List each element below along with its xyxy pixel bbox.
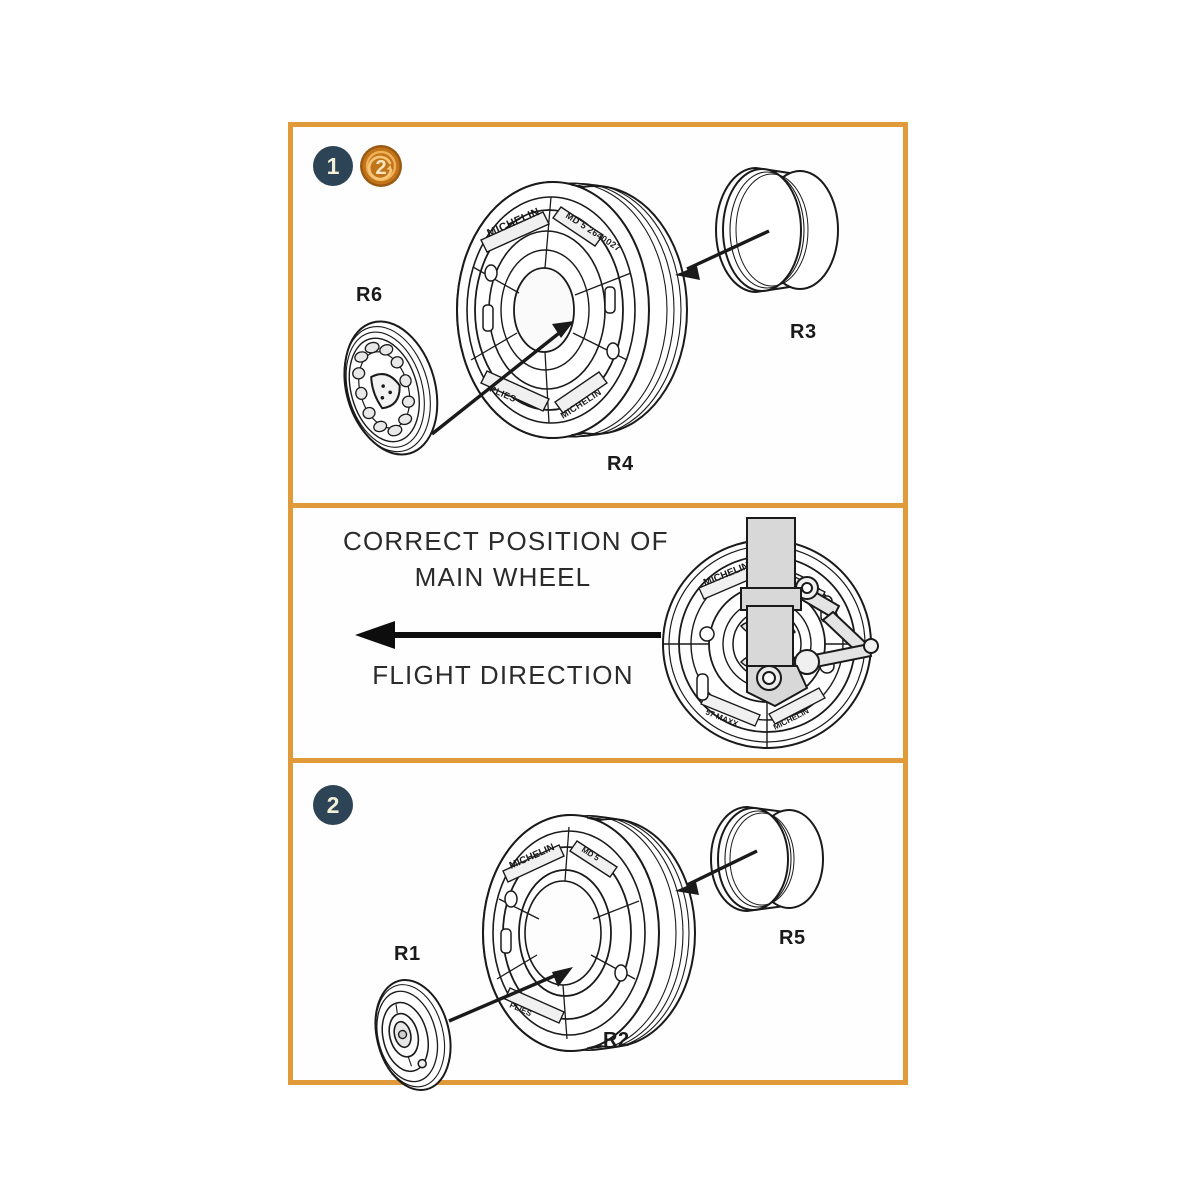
assembly-arrow-to-r3: [665, 225, 775, 285]
caption-correct-position-line1: CORRECT POSITION OF: [343, 526, 669, 556]
part-label-r3: R3: [790, 321, 817, 343]
panel-divider-2: [293, 758, 903, 763]
rotate-badge-number: 2: [375, 157, 386, 179]
part-art-r5: [710, 793, 841, 923]
part-label-r4: R4: [607, 453, 634, 475]
assembly-arrow-r1-to-r2: [445, 959, 585, 1029]
step-number-badge-2: 2: [313, 785, 353, 825]
part-label-r5: R5: [779, 927, 806, 949]
part-art-r4: MICHELIN MD 5 2640027 PLIES MICHELIN: [445, 155, 705, 465]
part-label-r2: R2: [603, 1029, 630, 1051]
instruction-frame: 1 2 R6: [288, 122, 908, 1092]
assembly-step-1-panel: 1 2 R6: [293, 127, 903, 503]
part-art-r2: MICHELIN MD 5 PLIES: [471, 793, 711, 1073]
step-number-badge-1: 1: [313, 146, 353, 186]
caption-flight-direction: FLIGHT DIRECTION: [372, 660, 634, 690]
panel-divider-1: [293, 503, 903, 508]
rotate-part-badge: 2: [359, 144, 403, 188]
mounted-wheel-assembly-art: MICHELIN MD 5 57 MAXX MICHELIN: [655, 516, 895, 766]
caption-correct-position-line2: MAIN WHEEL: [414, 562, 592, 592]
part-label-r6: R6: [356, 284, 383, 306]
part-art-r3: [715, 152, 858, 312]
assembly-arrow-r6-to-r4: [428, 312, 588, 442]
assembly-step-2-panel: 2 R1: [293, 763, 903, 1092]
assembly-arrow-to-r5: [663, 845, 763, 900]
part-label-r1: R1: [394, 943, 421, 965]
part-art-r6: [321, 312, 461, 462]
part-art-r1: [355, 971, 475, 1101]
flight-direction-arrow: [353, 620, 663, 650]
wheel-orientation-panel: CORRECT POSITION OF MAIN WHEEL FLIGHT DI…: [293, 508, 903, 758]
